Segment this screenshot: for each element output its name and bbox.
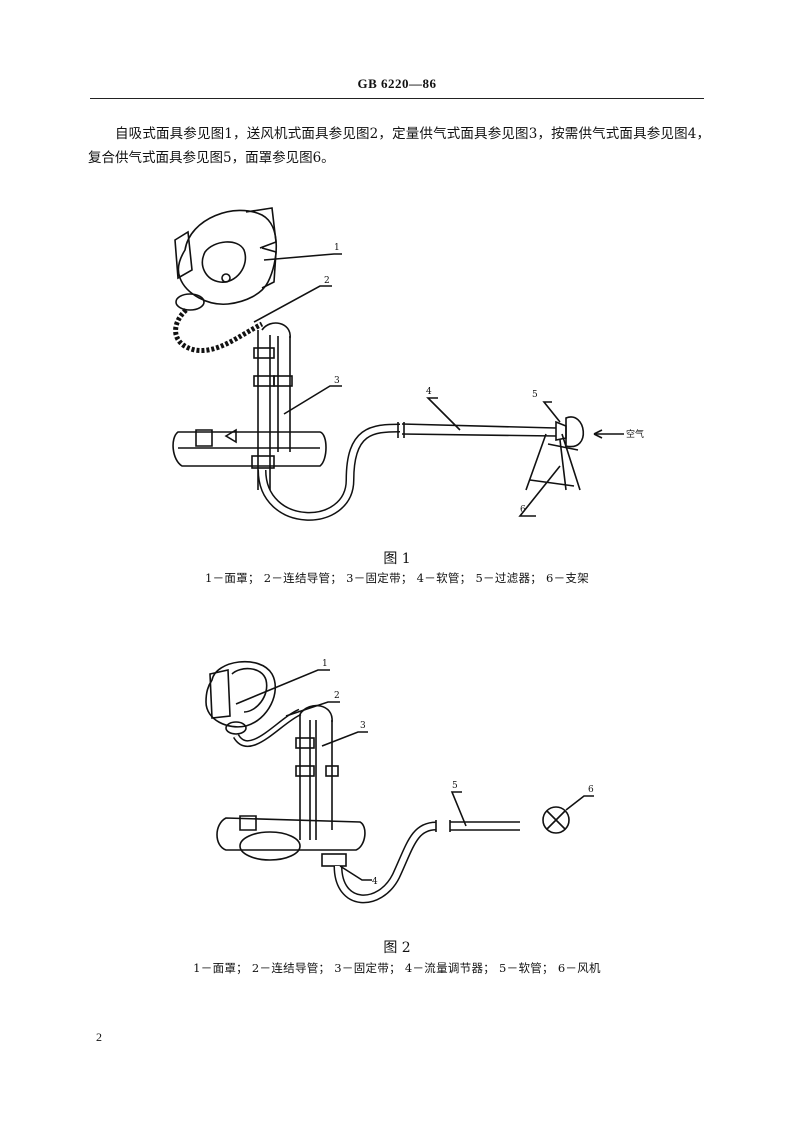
fig2-callout-1: 1 xyxy=(322,659,328,669)
figure-1-illustration: 1 2 3 4 5 6 空气 xyxy=(172,207,644,521)
intro-paragraph: 自吸式面具参见图1，送风机式面具参见图2，定量供气式面具参见图3，按需供气式面具… xyxy=(88,126,710,166)
fig2-callout-5: 5 xyxy=(452,781,458,791)
fig2-callout-3: 3 xyxy=(360,721,366,731)
fig1-callout-4: 4 xyxy=(426,387,432,397)
standard-header: GB 6220—86 xyxy=(357,76,437,91)
fig1-callout-5: 5 xyxy=(532,390,538,400)
fig1-callout-3: 3 xyxy=(334,376,340,386)
fig1-callout-6: 6 xyxy=(520,505,526,515)
header-rule xyxy=(90,98,704,99)
page-number: 2 xyxy=(96,1030,102,1044)
fig2-callout-6: 6 xyxy=(588,785,594,795)
fig1-callout-1: 1 xyxy=(334,243,340,253)
fig1-air-label: 空气 xyxy=(626,428,644,440)
figure-2-caption: 图 2 xyxy=(383,940,411,956)
figure-2-illustration: 1 2 3 4 5 6 xyxy=(205,659,594,904)
fig2-callout-2: 2 xyxy=(334,691,340,701)
figure-1-caption: 图 1 xyxy=(383,551,411,567)
fig1-callout-2: 2 xyxy=(324,276,330,286)
figure-1-legend: 1－面罩； 2－连结导管； 3－固定带； 4－软管； 5－过滤器； 6－支架 xyxy=(204,571,590,585)
figure-2-legend: 1－面罩； 2－连结导管； 3－固定带； 4－流量调节器； 5－软管； 6－风机 xyxy=(193,961,601,975)
fig2-callout-4: 4 xyxy=(372,877,378,887)
